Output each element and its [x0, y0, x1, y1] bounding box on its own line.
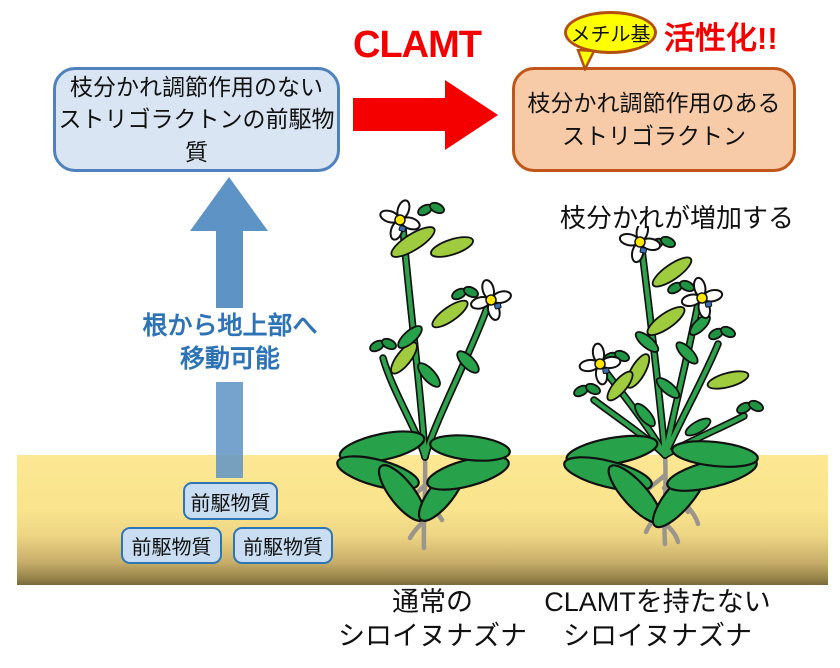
up-arrow-shaft-lower [216, 382, 243, 478]
left-plant-leaves [390, 226, 480, 388]
clamt-enzyme-label: CLAMT [353, 24, 482, 66]
product-box-line2: ストリゴラクトン [562, 122, 746, 149]
bud-icon [706, 323, 738, 343]
right-plant-caption-line2: シロイヌナズナ [563, 620, 752, 651]
bud-icon [571, 380, 603, 400]
precursor-box-line1: 枝分かれ調節作用のない [70, 74, 323, 101]
left-plant-caption-line1: 通常の [392, 587, 473, 617]
left-plant-rosette [336, 430, 511, 522]
product-box-line1: 枝分かれ調節作用のある [527, 90, 781, 117]
precursor-tag: 前駆物質 [121, 527, 222, 564]
up-arrow-shaft-upper [216, 229, 243, 308]
balloon-tail-icon [576, 49, 596, 71]
bud-icon [367, 335, 399, 355]
left-plant-caption-line2: シロイヌナズナ [338, 620, 527, 651]
right-plant-caption: CLAMTを持たない シロイヌナズナ [540, 586, 775, 654]
precursor-box-line2: ストリゴラクトンの前駆物質 [58, 106, 335, 165]
branch-increase-note: 枝分かれが増加する [559, 203, 794, 233]
transport-line2: 移動可能 [179, 344, 280, 373]
precursor-tag: 前駆物質 [183, 482, 278, 520]
left-plant-illustration [336, 193, 518, 551]
methyl-group-balloon: メチル基 [564, 11, 657, 54]
right-plant-rosette [563, 434, 759, 529]
reaction-arrow-shaft [353, 98, 446, 131]
right-plant-caption-line1: CLAMTを持たない [544, 587, 771, 617]
reaction-arrow-head-icon [445, 80, 498, 150]
bud-icon [734, 397, 766, 417]
bud-icon [415, 199, 447, 219]
left-plant-caption: 通常の シロイヌナズナ [325, 586, 540, 654]
precursor-box: 枝分かれ調節作用のない ストリゴラクトンの前駆物質 [53, 67, 340, 172]
flower-icon [464, 273, 518, 327]
activation-label: 活性化!! [664, 21, 778, 56]
right-plant-leaves [606, 256, 750, 437]
product-box: 枝分かれ調節作用のある ストリゴラクトン [512, 67, 796, 172]
methyl-balloon-label: メチル基 [570, 24, 651, 46]
transport-label: 根から地上部へ 移動可能 [110, 310, 350, 375]
up-arrow-head-icon [190, 177, 268, 231]
left-plant-stems [379, 224, 491, 461]
precursor-tag: 前駆物質 [233, 527, 333, 564]
right-plant-illustration [563, 226, 766, 547]
transport-line1: 根から地上部へ [142, 312, 318, 340]
